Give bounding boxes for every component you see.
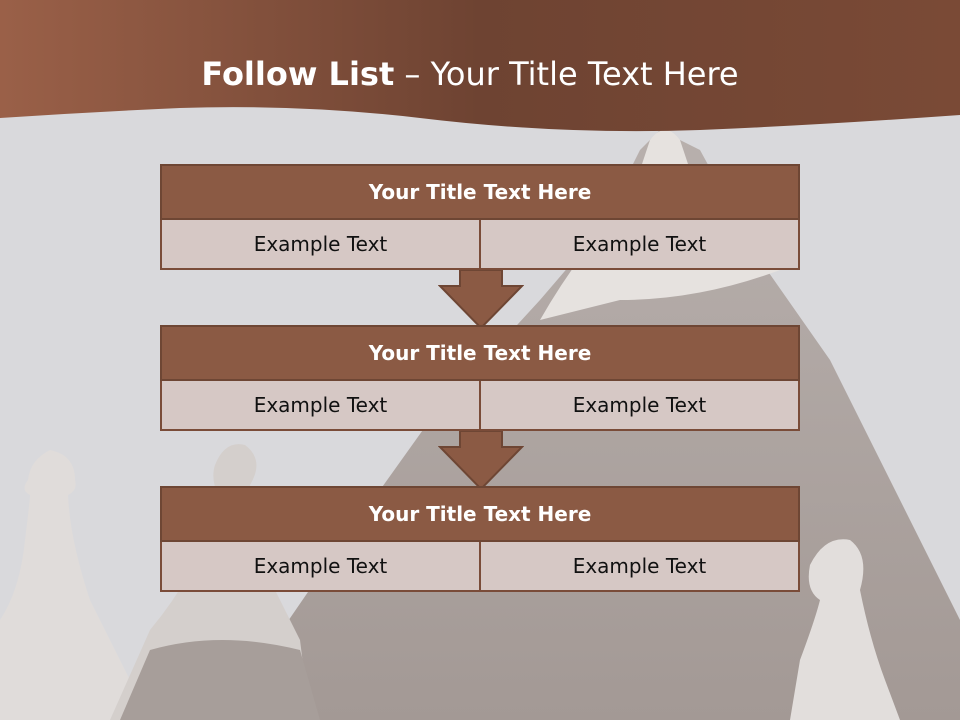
down-arrow-icon xyxy=(438,270,524,330)
block-cell-right: Example Text xyxy=(479,381,800,431)
list-block-1: Your Title Text Here Example Text Exampl… xyxy=(160,164,800,270)
down-arrow-icon xyxy=(438,431,524,491)
block-cell-left: Example Text xyxy=(160,381,479,431)
title-rest: – Your Title Text Here xyxy=(394,55,739,93)
block-cell-left: Example Text xyxy=(160,542,479,592)
right-pinnacle xyxy=(790,539,900,720)
list-block-2: Your Title Text Here Example Text Exampl… xyxy=(160,325,800,431)
block-row: Example Text Example Text xyxy=(160,220,800,270)
block-cell-left: Example Text xyxy=(160,220,479,270)
small-roof-stones xyxy=(120,640,320,720)
block-row: Example Text Example Text xyxy=(160,381,800,431)
block-title: Your Title Text Here xyxy=(160,325,800,381)
block-row: Example Text Example Text xyxy=(160,542,800,592)
slide-title: Follow List – Your Title Text Here xyxy=(0,55,940,93)
block-cell-right: Example Text xyxy=(479,542,800,592)
block-title: Your Title Text Here xyxy=(160,486,800,542)
header-band xyxy=(0,0,960,132)
block-title: Your Title Text Here xyxy=(160,164,800,220)
left-pinnacle xyxy=(0,450,150,720)
list-block-3: Your Title Text Here Example Text Exampl… xyxy=(160,486,800,592)
block-cell-right: Example Text xyxy=(479,220,800,270)
title-bold: Follow List xyxy=(201,55,395,93)
